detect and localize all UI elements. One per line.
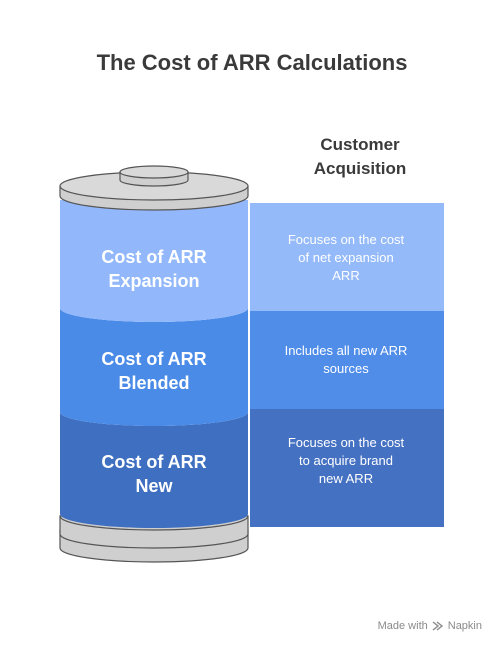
description-expansion: Focuses on the cost of net expansion ARR	[287, 232, 405, 283]
watermark-brand: Napkin	[447, 620, 482, 632]
napkin-logo-icon	[432, 621, 443, 631]
description-blended: Includes all new ARR sources	[284, 343, 408, 376]
column-header: Customer Acquisition	[313, 135, 407, 178]
segment-expansion	[60, 200, 248, 322]
segment-label-expansion: Cost of ARR Expansion	[101, 247, 207, 291]
segment-label-new: Cost of ARR New	[101, 452, 207, 496]
page-title: The Cost of ARR Calculations	[96, 50, 408, 75]
panel-new	[250, 409, 444, 527]
segment-label-blended: Cost of ARR Blended	[101, 349, 207, 393]
description-new: Focuses on the cost to acquire brand new…	[287, 435, 405, 486]
panel-expansion	[250, 203, 444, 313]
watermark-prefix: Made with	[377, 620, 428, 632]
segment-new	[60, 412, 248, 528]
segment-blended	[60, 308, 248, 426]
cylinder-top-cap	[59, 165, 249, 211]
panel-blended	[250, 311, 444, 411]
watermark: Made with Napkin	[378, 620, 482, 632]
